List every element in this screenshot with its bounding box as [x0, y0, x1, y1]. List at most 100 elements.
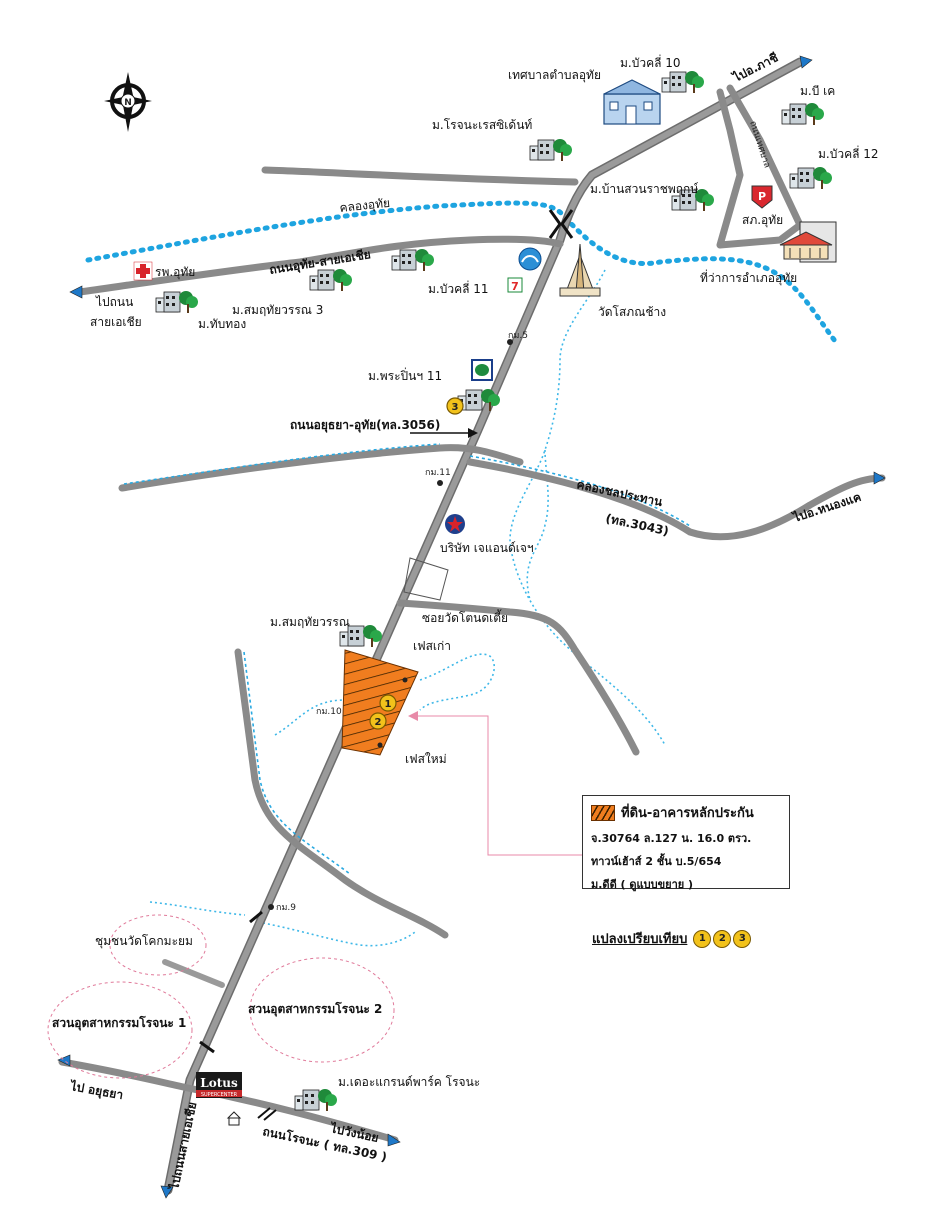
thetsaban-road: [716, 84, 804, 249]
hospital-icon: [133, 261, 153, 281]
main-highway-inner: [165, 59, 803, 1193]
label-thetsaban-road: ถนนเทศบาล: [747, 120, 772, 169]
label-sommut3: ม.สมฤทัยวรรณ 3: [232, 303, 323, 317]
legend-line1: จ.30764 ล.127 น. 16.0 ตรว.: [591, 832, 752, 845]
road-3056: [118, 444, 524, 492]
stream-2: [526, 449, 549, 601]
arrow-south: [160, 1185, 174, 1199]
compass-icon: [104, 72, 152, 132]
label-km5: กม.5: [508, 331, 528, 341]
label-km11: กม.11: [425, 468, 451, 478]
building-buakhli12-icon: [789, 166, 833, 190]
badge-2-label: 2: [375, 717, 382, 728]
label-soi-wat: ซอยวัดโตนดเตี้ย: [422, 609, 508, 625]
bridge-ind1-icon: [199, 1040, 215, 1054]
badge-1: 1: [379, 694, 397, 712]
badge-3-label: 3: [452, 402, 459, 413]
label-3056: ถนนอยุธยา-อุทัย(ทล.3056): [290, 418, 440, 433]
label-khlong-chonprathan: คลองชลประทาน: [575, 477, 664, 509]
community-area: [109, 914, 207, 976]
label-phase-new: เฟสใหม่: [405, 752, 447, 766]
label-buakhli11: ม.บัวคลี่ 11: [428, 280, 489, 296]
road-residence: [261, 166, 579, 186]
canal-road-3056: [123, 443, 441, 485]
label-lotus-sub: SUPERCENTER: [201, 1092, 238, 1098]
label-to-asia: ไปถนน: [95, 295, 133, 309]
canal-khlong-uthai: [85, 200, 841, 348]
canal-road-3043: [469, 455, 691, 527]
arrow-nong-khae: [873, 471, 886, 485]
building-thapthong-icon: [155, 290, 199, 314]
label-company: บริษัท เจแอนด์เจฯ: [440, 541, 534, 555]
building-buakhli10-icon: [661, 70, 705, 94]
building-grandpark-icon: [294, 1088, 338, 1112]
label-thapthong: ม.ทับทอง: [198, 317, 246, 331]
police-icon: P: [751, 185, 773, 209]
label-to-asia-road: ไปถนนสายเอเชีย: [166, 1100, 200, 1192]
lot-outline: [403, 557, 449, 601]
label-wat: วัดโสภณช้าง: [598, 305, 666, 319]
water-authority-icon: [518, 247, 542, 271]
bridge-uthai-icon: [548, 209, 574, 239]
stream-3: [274, 699, 346, 736]
building-prapin-icon: [457, 388, 501, 412]
stream-5: [149, 901, 246, 916]
label-grandpark: ม.เดอะแกรนด์พาร์ค โรจนะ: [338, 1075, 480, 1089]
label-lotus: Lotus: [200, 1076, 238, 1090]
road-west: [234, 648, 449, 939]
legend-title: ที่ดิน-อาคารหลักประกัน: [621, 806, 754, 821]
road-community: [162, 959, 225, 988]
rojana-ind1-area: [47, 981, 193, 1079]
legend-box: ที่ดิน-อาคารหลักประกัน จ.30764 ล.127 น. …: [582, 795, 790, 891]
compass-label: N: [124, 98, 132, 108]
label-police: สภ.อุทัย: [742, 213, 783, 228]
compare-label: แปลงเปรียบเทียบ: [592, 932, 688, 947]
label-baansuan: ม.บ้านสวนราชพฤกษ์: [590, 182, 699, 196]
svg-text:P: P: [758, 190, 766, 203]
compare-badge-3: 3: [733, 929, 752, 948]
label-to-ayutthaya: ไป อยุธยา: [67, 1078, 124, 1103]
label-phase-old: เฟสเก่า: [413, 639, 451, 653]
bridge-km9-icon: [249, 910, 263, 924]
label-rojana-ind2: สวนอุตสาหกรรมโรจนะ 2: [248, 1001, 382, 1017]
label-khlong-uthai: คลองอุทัย: [339, 196, 391, 216]
building-bk-icon: [781, 102, 825, 126]
rojana-ind2-area: [249, 957, 395, 1063]
thetsaban-building-icon: [603, 79, 661, 125]
label-community: ชุมชนวัดโคกมะยม: [95, 934, 193, 949]
badge-2: 2: [369, 712, 387, 730]
arrow-wang-noi: [387, 1133, 401, 1147]
label-buakhli12: ม.บัวคลี่ 12: [818, 145, 879, 161]
stream-6: [257, 921, 416, 947]
label-district-office: ที่ว่าการอำเภออุทัย: [700, 269, 797, 286]
building-buakhli11-icon: [391, 248, 435, 272]
road-uthai-asia: [76, 235, 564, 296]
label-km9: กม.9: [276, 903, 296, 913]
road-309: [58, 1058, 399, 1144]
building-sommut3-icon: [309, 268, 353, 292]
label-to-asia-2: สายเอเชีย: [90, 315, 142, 329]
lotus-logo: [196, 1072, 242, 1098]
bridge-309-icon: [257, 1107, 271, 1119]
main-highway: [163, 57, 805, 1195]
label-bk: ม.บี เค: [800, 84, 835, 98]
label-rojana-ind1: สวนอุตสาหกรรมโรจนะ 1: [52, 1015, 186, 1031]
arrow-ayutthaya: [57, 1054, 71, 1067]
district-office-icon: [779, 221, 837, 263]
house-icon: [226, 1111, 242, 1126]
compare-badge-1: 1: [693, 929, 712, 948]
canal-road-west: [243, 651, 351, 875]
stream-4: [419, 653, 496, 711]
label-sommut: ม.สมฤทัยวรรณ: [270, 615, 350, 629]
label-hospital: รพ.อุทัย: [155, 265, 195, 280]
badge-3: 3: [446, 397, 464, 415]
pointer-line: [412, 715, 582, 856]
legend-line2: ทาวน์เฮ้าส์ 2 ชั้น บ.5/654: [591, 855, 722, 868]
company-icon: [445, 514, 465, 534]
gas-station-icon: [471, 359, 493, 381]
label-prapin11: ม.พระปิ่นฯ 11: [368, 367, 442, 383]
arrow-asia: [69, 285, 83, 299]
seven-eleven-icon: 7: [507, 277, 523, 293]
svg-text:7: 7: [511, 280, 519, 293]
